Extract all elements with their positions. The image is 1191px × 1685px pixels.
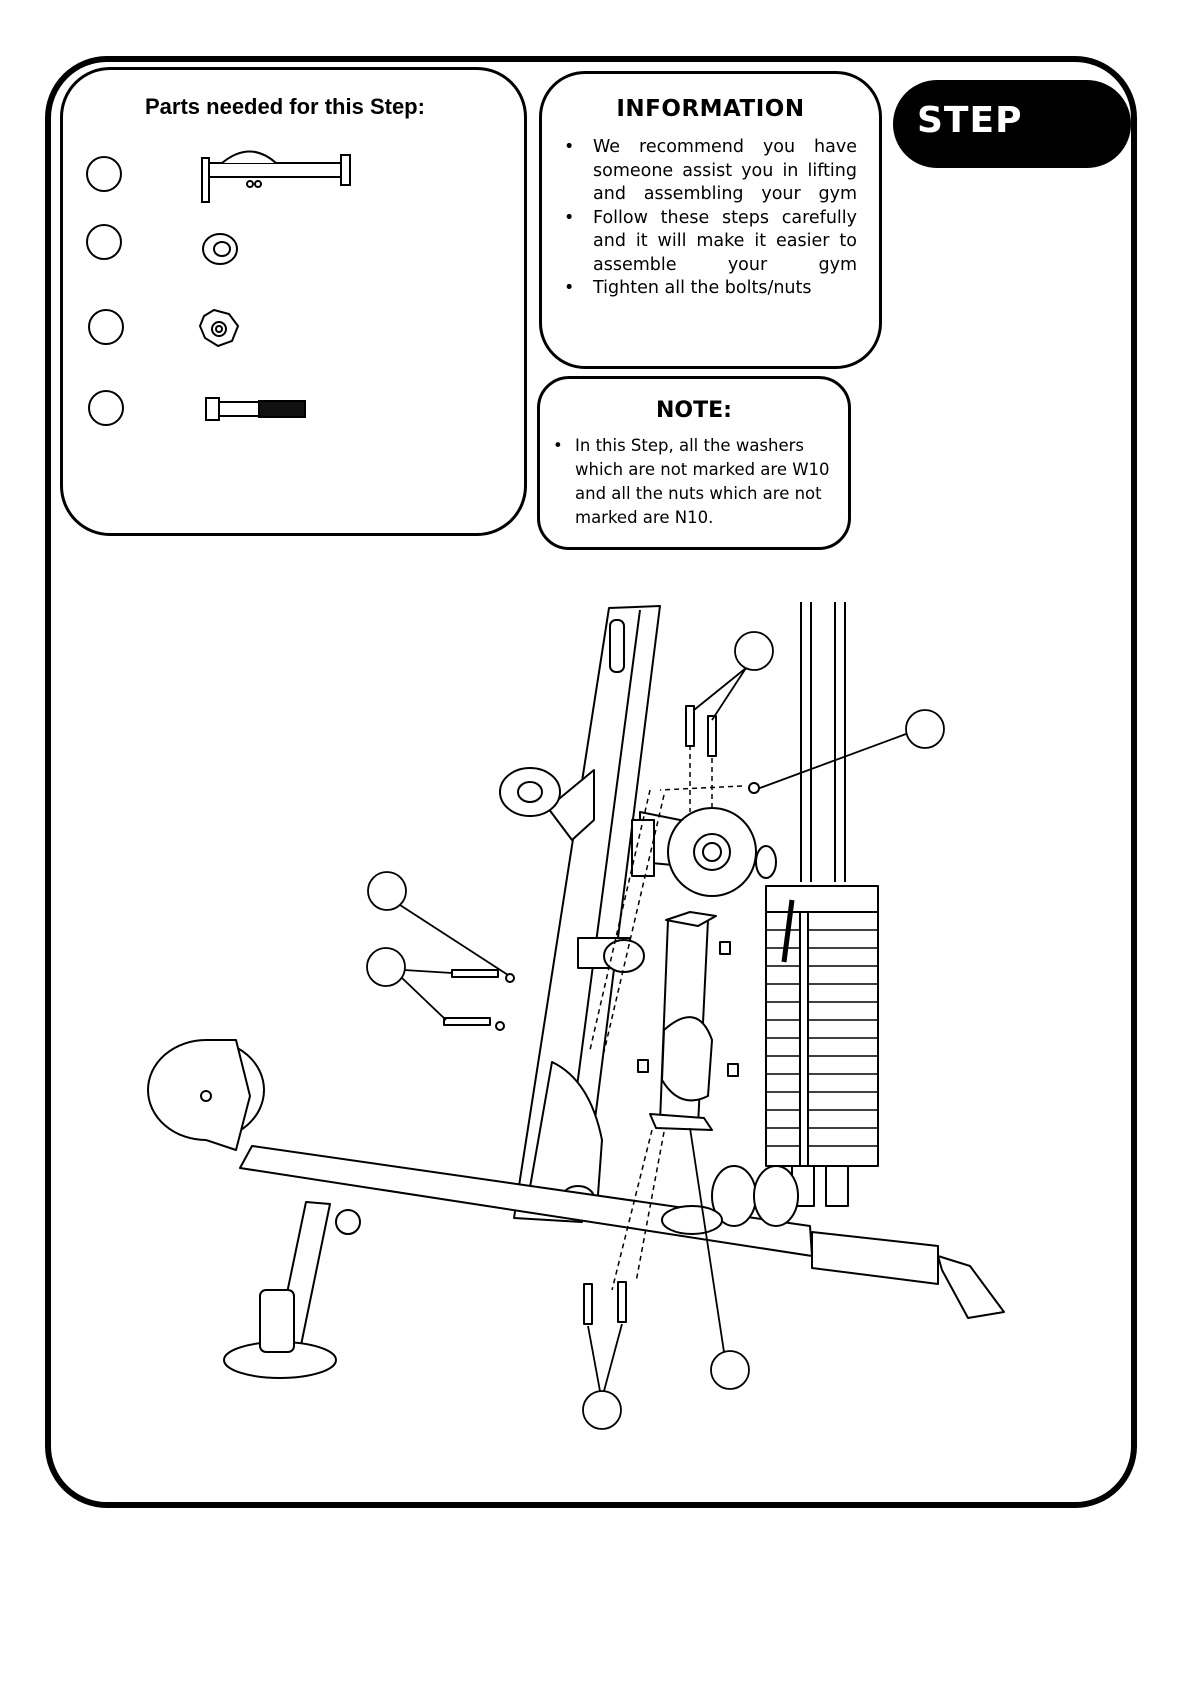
hex-nut-part-icon [198,308,240,348]
information-bullet: Tighten all the bolts/nuts [562,277,857,301]
callout-markers [366,631,945,1430]
assembly-bolts [443,705,760,1325]
part-label-circle [86,224,122,260]
step-badge-label: STEP [917,100,1023,141]
note-list: In this Step, all the washers which are … [551,434,836,530]
part-label-circle [86,156,122,192]
information-list: We recommend you have someone assist you… [562,136,857,301]
note-bullet: In this Step, all the washers which are … [551,434,836,530]
bolt-part-icon [205,397,306,421]
information-bullet: Follow these steps carefully and it will… [562,207,857,278]
information-bullet: We recommend you have someone assist you… [562,136,857,207]
parts-panel [60,67,527,536]
bracket-tube-part-icon [201,150,351,203]
information-title: INFORMATION [616,96,805,122]
part-label-circle [88,390,124,426]
note-title: NOTE: [656,398,732,423]
weight-plate-lines [766,929,878,1147]
step-badge [893,80,1131,168]
washer-part-icon [202,233,238,265]
part-label-circle [88,309,124,345]
parts-panel-title: Parts needed for this Step: [145,94,425,119]
home-gym-assembly-drawing-icon [147,602,1005,1430]
page-frame [45,56,1137,1508]
